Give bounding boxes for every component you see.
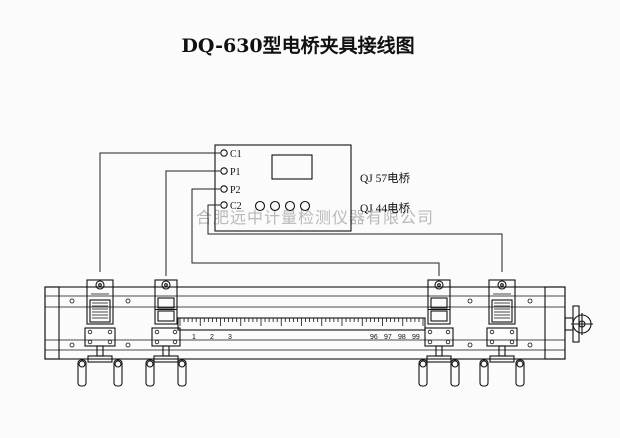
terminal-label-p1: P1 <box>230 167 241 178</box>
measurement-scale: 1 2 3 96 97 98 99 <box>177 317 426 341</box>
instrument-display <box>271 154 313 180</box>
knob-icon <box>254 200 266 212</box>
bridge-model-qj57: QJ 57电桥 <box>360 172 411 185</box>
rail-body <box>44 286 566 360</box>
watermark-text: 合肥远中计量检测仪器有限公司 <box>196 208 434 227</box>
rail-end-left <box>44 286 60 360</box>
wire-p2 <box>191 188 440 276</box>
scale-label-1: 1 <box>192 334 196 341</box>
rail-end-right <box>544 286 566 360</box>
knob-icon <box>284 200 296 212</box>
terminal-label-c1: C1 <box>230 149 242 160</box>
knob-icon <box>269 200 281 212</box>
handwheel-icon <box>564 305 593 343</box>
scale-label-2: 2 <box>210 334 214 341</box>
terminal-p1: P1 <box>220 167 241 178</box>
bridge-model-qj44: QJ 44电桥 <box>360 202 411 215</box>
diagram-title: DQ-630型电桥夹具接线图 <box>181 34 414 57</box>
wires <box>99 152 503 276</box>
wire-p1 <box>165 170 220 276</box>
scale-label-98: 98 <box>398 334 406 341</box>
terminal-label-p2: P2 <box>230 185 241 196</box>
terminal-c2: C2 <box>220 201 242 212</box>
terminal-p2: P2 <box>220 185 241 196</box>
instrument-body <box>214 144 352 232</box>
rail-assembly <box>44 286 566 360</box>
scale-label-99: 99 <box>412 334 420 341</box>
scale-label-3: 3 <box>228 334 232 341</box>
wire-c2 <box>207 204 503 272</box>
terminal-c1: C1 <box>220 149 242 160</box>
rail-screws <box>69 298 533 348</box>
terminal-label-c2: C2 <box>230 201 242 212</box>
wire-c1 <box>99 152 220 272</box>
bridge-instrument: C1 P1 P2 C2 <box>214 144 352 232</box>
knob-icon <box>299 200 311 212</box>
instrument-knobs <box>254 200 311 212</box>
scale-label-96: 96 <box>370 334 378 341</box>
scale-label-97: 97 <box>384 334 392 341</box>
scale-ticks <box>179 318 424 326</box>
